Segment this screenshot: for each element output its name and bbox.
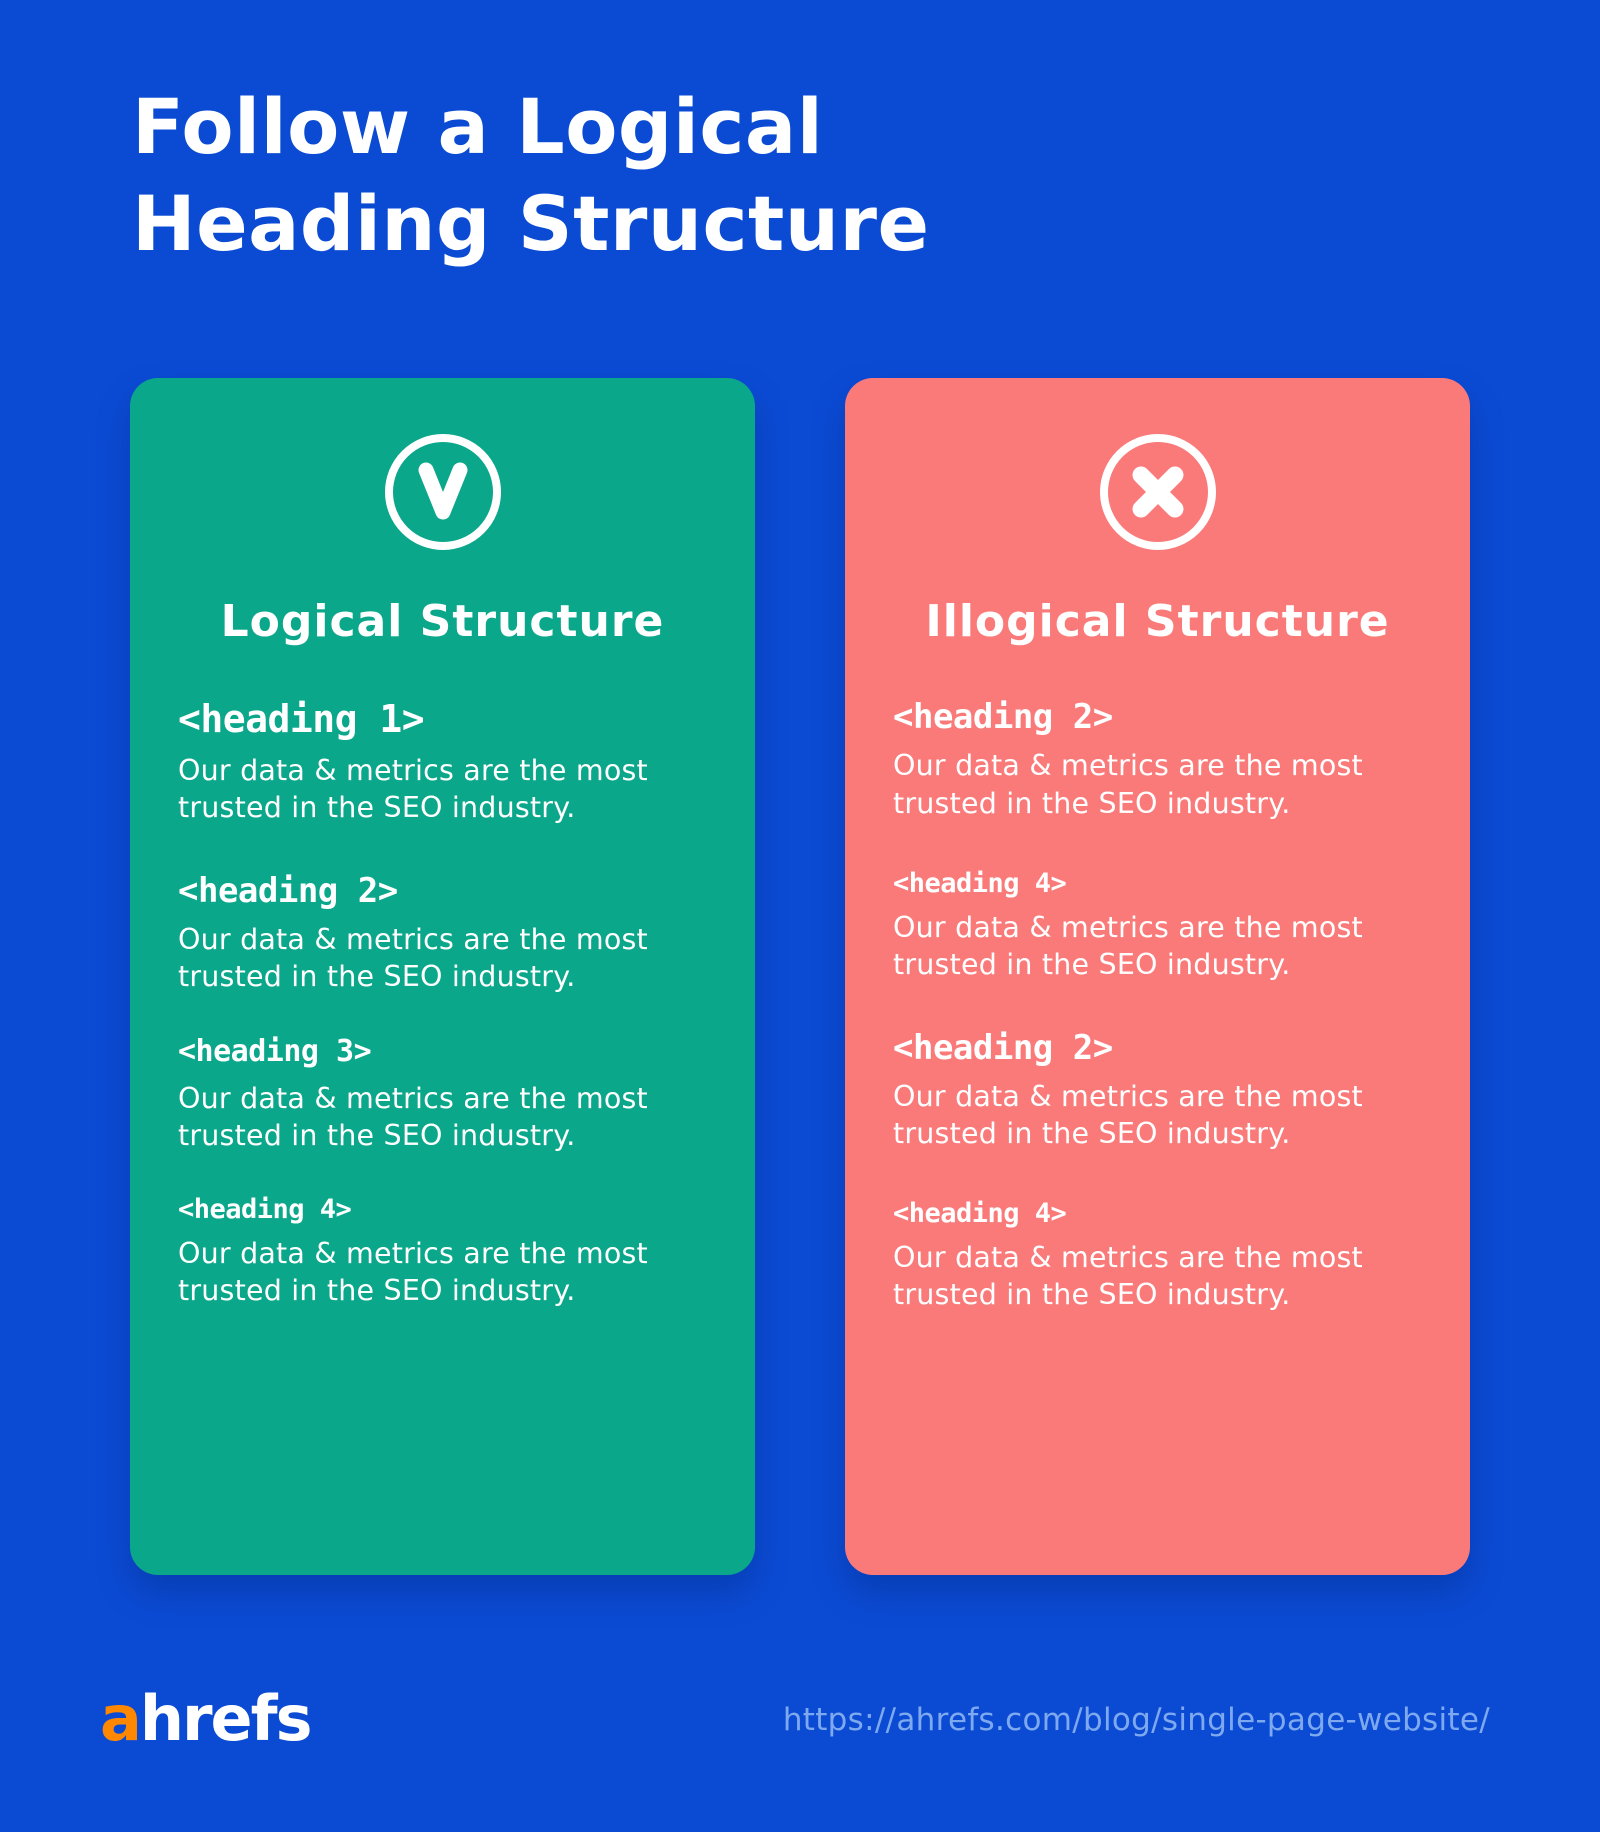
ahrefs-logo: ahrefs — [100, 1688, 312, 1750]
comparison-cards: Logical Structure <heading 1> Our data &… — [130, 378, 1470, 1575]
page-title-line-1: Follow a Logical — [132, 82, 824, 171]
heading-group: <heading 2> Our data & metrics are the m… — [893, 1027, 1422, 1152]
heading-group: <heading 4> Our data & metrics are the m… — [893, 1198, 1422, 1313]
heading-label: <heading 4> — [178, 1193, 352, 1225]
card-logical-title: Logical Structure — [220, 596, 665, 647]
heading-body: Our data & metrics are the most trusted … — [178, 1081, 648, 1152]
heading-label: <heading 4> — [893, 867, 1067, 899]
heading-group: <heading 4> Our data & metrics are the m… — [893, 868, 1422, 983]
check-circle-icon — [384, 434, 501, 550]
page-title-line-2: Heading Structure — [132, 179, 930, 269]
source-url[interactable]: https://ahrefs.com/blog/single-page-webs… — [782, 1702, 1490, 1738]
card-logical-structure: Logical Structure <heading 1> Our data &… — [130, 378, 755, 1575]
footer: ahrefs https://ahrefs.com/blog/single-pa… — [0, 1688, 1600, 1758]
heading-group: <heading 2> Our data & metrics are the m… — [893, 698, 1422, 821]
heading-body: Our data & metrics are the most trusted … — [893, 910, 1363, 981]
ahrefs-logo-accent: a — [100, 1682, 142, 1755]
card-logical-icon-wrap — [178, 428, 707, 556]
heading-label: <heading 2> — [178, 871, 398, 912]
page-title: Follow a Logical Heading Structure — [132, 78, 1232, 273]
heading-body: Our data & metrics are the most trusted … — [178, 923, 648, 994]
heading-body: Our data & metrics are the most trusted … — [893, 749, 1363, 820]
heading-body: Our data & metrics are the most trusted … — [893, 1240, 1363, 1311]
heading-label: <heading 1> — [178, 697, 425, 742]
heading-body: Our data & metrics are the most trusted … — [178, 1237, 648, 1308]
card-illogical-structure: Illogical Structure <heading 2> Our data… — [845, 378, 1470, 1575]
heading-group: <heading 4> Our data & metrics are the m… — [178, 1194, 707, 1309]
heading-group: <heading 2> Our data & metrics are the m… — [178, 872, 707, 995]
heading-body: Our data & metrics are the most trusted … — [893, 1079, 1363, 1150]
heading-label: <heading 3> — [178, 1034, 372, 1070]
card-illogical-icon-wrap — [893, 428, 1422, 556]
x-circle-icon — [1099, 434, 1216, 550]
heading-body: Our data & metrics are the most trusted … — [178, 754, 648, 825]
card-illogical-title: Illogical Structure — [925, 596, 1390, 647]
heading-group: <heading 1> Our data & metrics are the m… — [178, 698, 707, 826]
heading-label: <heading 4> — [893, 1197, 1067, 1229]
heading-label: <heading 2> — [893, 697, 1113, 738]
heading-group: <heading 3> Our data & metrics are the m… — [178, 1035, 707, 1154]
ahrefs-logo-text: hrefs — [139, 1682, 313, 1755]
heading-label: <heading 2> — [893, 1027, 1113, 1068]
